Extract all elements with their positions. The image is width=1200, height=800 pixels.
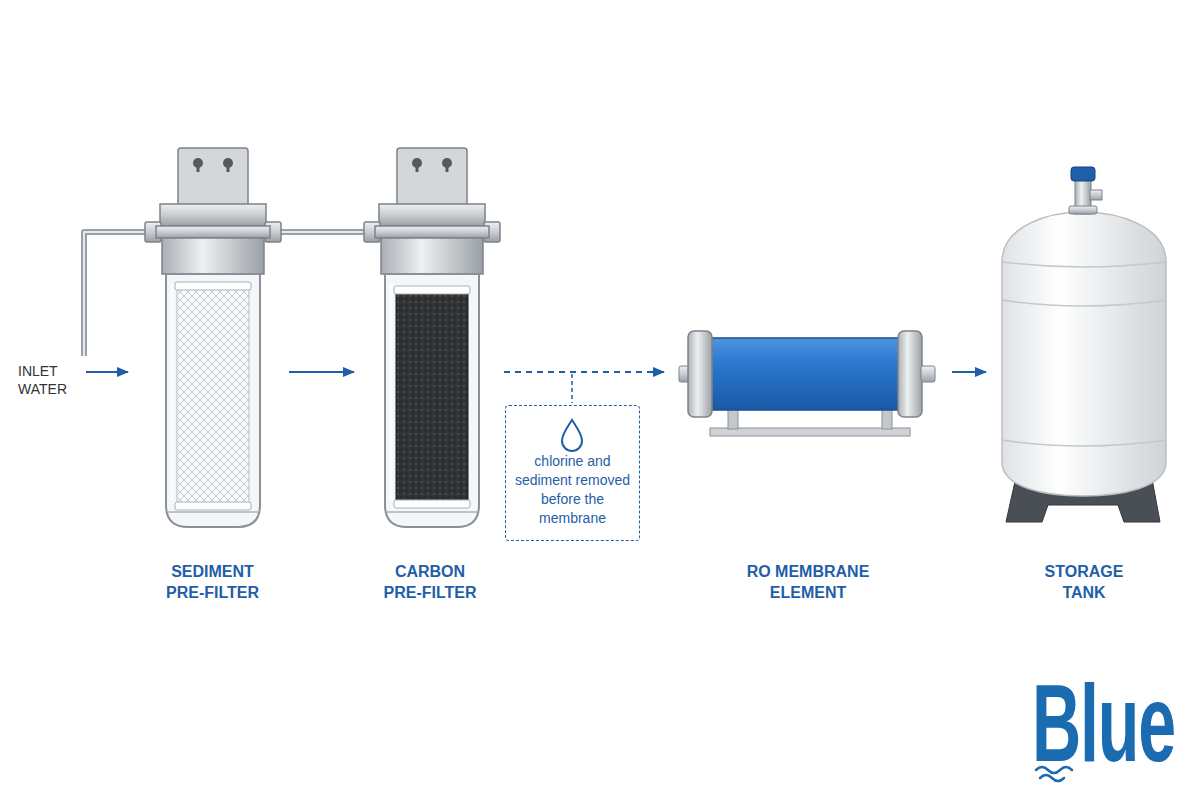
- sediment-housing: [145, 148, 281, 527]
- inlet-pipe-highlight: [84, 232, 146, 356]
- membrane-stand: [710, 428, 910, 436]
- filter-housing: SEDIMENT PRE-FILTER: [150, 150, 275, 528]
- tank-seams: [1002, 262, 1166, 446]
- tank-valve-collar: [1069, 206, 1097, 214]
- callout-leader: [571, 374, 573, 403]
- cartridge-cap: [175, 502, 251, 510]
- tank-valve-spout: [1090, 190, 1102, 200]
- component-label: STORAGE TANK: [1032, 562, 1136, 604]
- carbon-cartridge: [396, 290, 468, 502]
- membrane-end-cap: [898, 331, 922, 417]
- water-drop-icon: [562, 420, 582, 451]
- brand-logo: Blue: [1032, 668, 1175, 778]
- membrane-element: RO MEMBRANE ELEMENT: [676, 325, 940, 443]
- callout-text: chlorine and sediment removed before the…: [514, 452, 631, 528]
- cartridge-cap: [394, 500, 470, 508]
- component-label: RO MEMBRANE ELEMENT: [733, 562, 883, 604]
- membrane-fitting: [921, 366, 935, 382]
- flow-arrow: [504, 371, 664, 373]
- inlet-arrow: [86, 371, 128, 373]
- component-label: SEDIMENT PRE-FILTER: [163, 562, 263, 604]
- membrane-end-cap: [688, 331, 712, 417]
- sediment-cartridge: [177, 286, 249, 506]
- inlet-pipe: [84, 232, 146, 356]
- connectors: [289, 372, 986, 373]
- flow-arrow: [952, 371, 986, 373]
- membrane-body: [706, 338, 904, 410]
- filter-housing: CARBON PRE-FILTER: [368, 150, 492, 528]
- carbon-housing: [364, 148, 500, 527]
- component-label: CARBON PRE-FILTER: [380, 562, 480, 604]
- tank-valve-cap: [1071, 167, 1095, 181]
- flow-arrow: [289, 371, 354, 373]
- storage-tank: STORAGE TANK: [998, 163, 1170, 525]
- cartridge-cap: [394, 286, 470, 294]
- connecting-pipe: [281, 229, 364, 235]
- tank-body: [1002, 212, 1166, 496]
- callout-box: chlorine and sediment removed before the…: [505, 405, 640, 541]
- inlet-label: INLET WATER: [18, 362, 74, 398]
- connecting-pipe-highlight: [281, 231, 364, 233]
- cartridge-cap: [175, 282, 251, 290]
